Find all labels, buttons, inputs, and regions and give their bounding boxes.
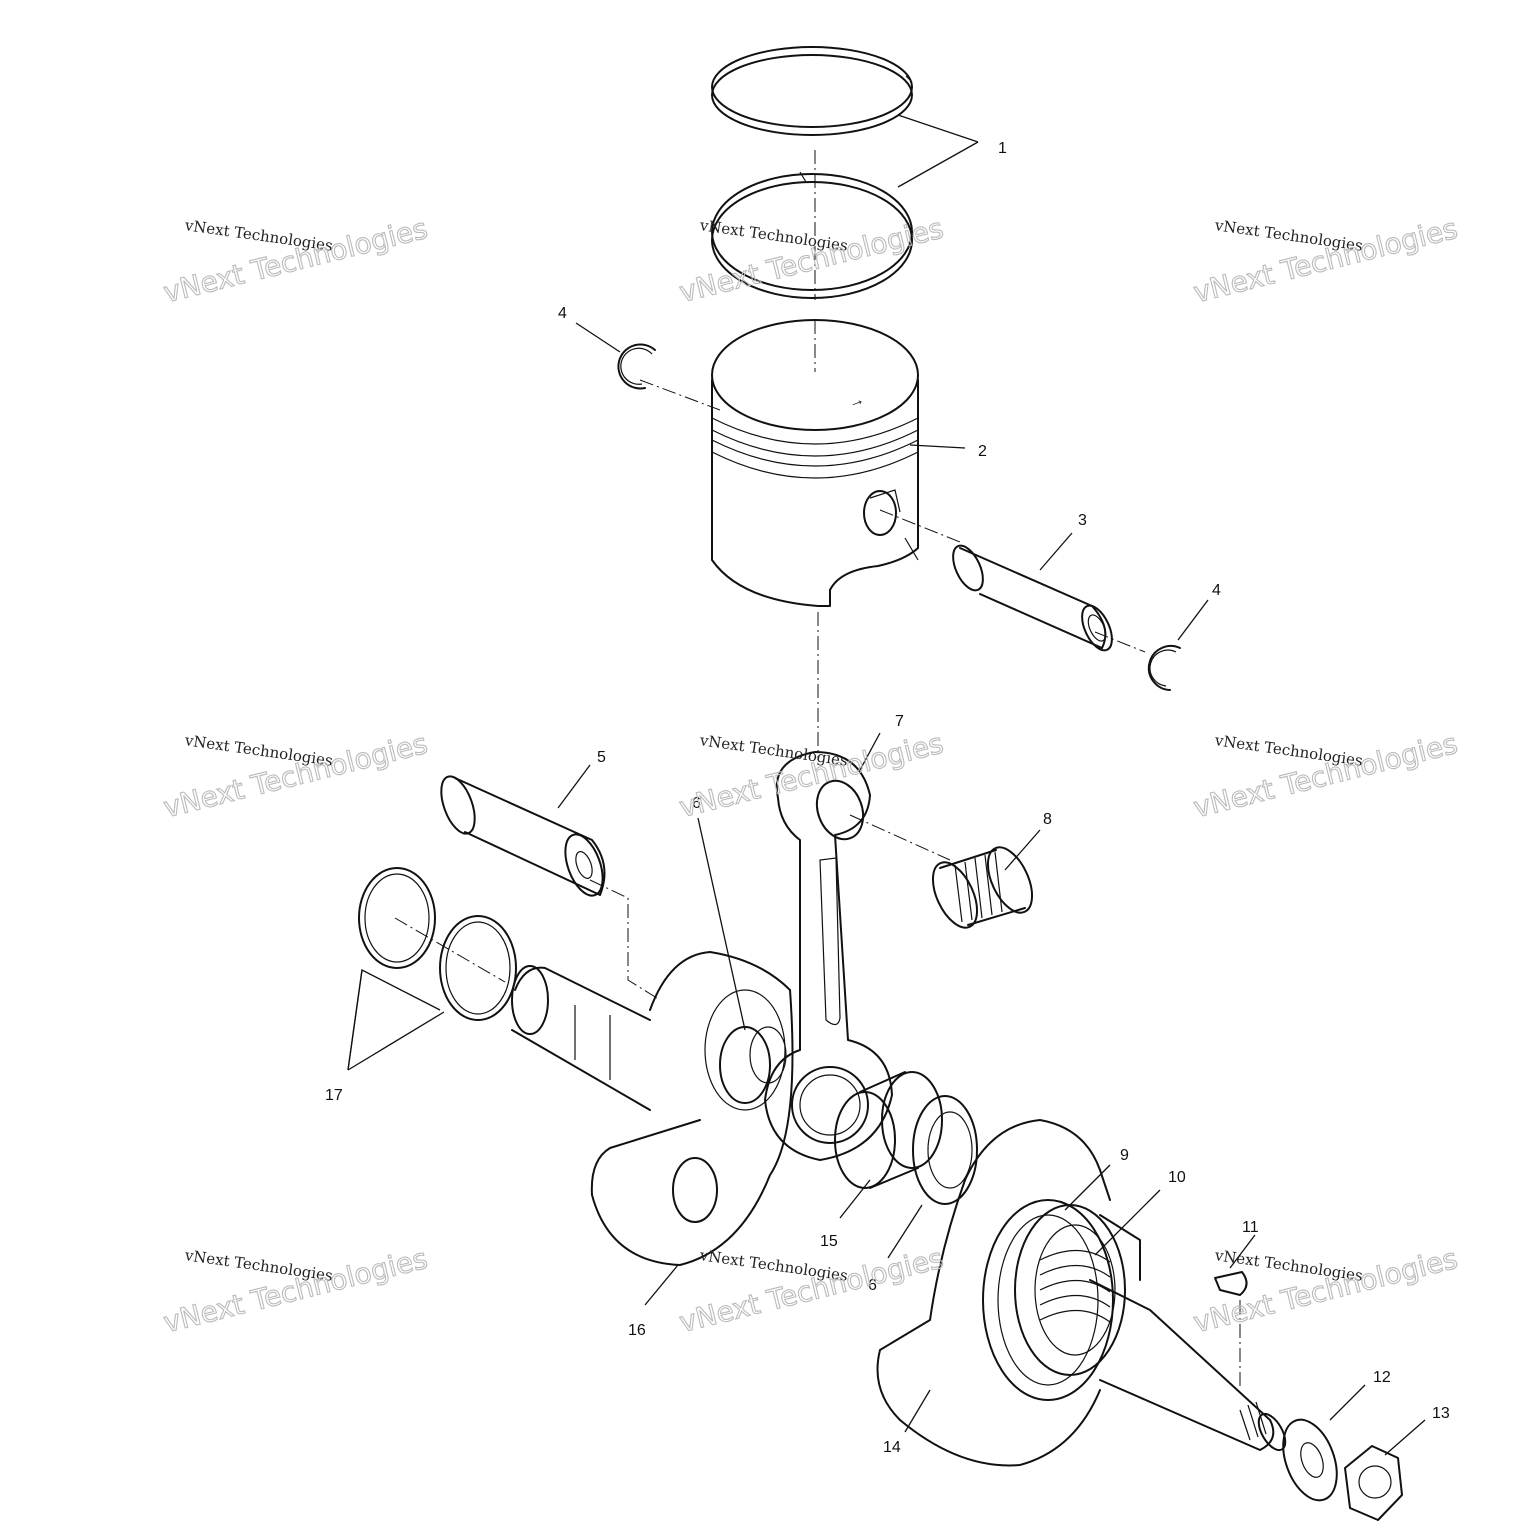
piston-rings bbox=[711, 46, 913, 299]
watermark-bl: vNext Technologies vNext Technologies bbox=[160, 1241, 432, 1340]
callout-8: 8 bbox=[1043, 811, 1052, 828]
callout-14: 14 bbox=[883, 1439, 901, 1456]
callout-9: 9 bbox=[1120, 1147, 1129, 1164]
piston: → bbox=[711, 319, 919, 607]
callout-4-right: 4 bbox=[1212, 582, 1221, 599]
callout-6-lower: 6 bbox=[868, 1277, 877, 1294]
watermark-br: vNext Technologies vNext Technologies bbox=[1190, 1241, 1462, 1340]
callout-17: 17 bbox=[325, 1087, 343, 1104]
watermark-ml: vNext Technologies vNext Technologies bbox=[160, 726, 432, 825]
tapered-output-shaft bbox=[1089, 1279, 1287, 1452]
crank-half-right bbox=[876, 1119, 1114, 1467]
crankshaft-seal-10 bbox=[1039, 1214, 1141, 1323]
callout-13: 13 bbox=[1432, 1405, 1450, 1422]
callout-11: 11 bbox=[1242, 1219, 1259, 1236]
connecting-rod bbox=[764, 751, 893, 1161]
washer bbox=[1282, 1418, 1338, 1502]
callout-1: 1 bbox=[998, 140, 1007, 157]
callout-3: 3 bbox=[1078, 512, 1087, 529]
wrist-pin bbox=[952, 544, 1113, 652]
woodruff-key bbox=[1214, 1271, 1248, 1296]
callout-10: 10 bbox=[1168, 1169, 1186, 1186]
crank-pin bbox=[440, 775, 606, 897]
watermark-bc: vNext Technologies vNext Technologies bbox=[676, 1241, 948, 1340]
callout-6-upper: 6 bbox=[692, 795, 701, 812]
callout-numbers: 1 2 3 4 4 5 6 7 8 17 9 10 11 15 6 16 12 … bbox=[325, 140, 1450, 1456]
main-bearing-15 bbox=[834, 1071, 943, 1189]
thrust-washer-6 bbox=[912, 1095, 978, 1205]
crank-half-left bbox=[511, 951, 794, 1266]
watermark-mc: vNext Technologies vNext Technologies bbox=[676, 726, 948, 825]
watermark-mr: vNext Technologies vNext Technologies bbox=[1190, 726, 1462, 825]
callout-15: 15 bbox=[820, 1233, 838, 1250]
watermarks: vNext Technologies vNext Technologies vN… bbox=[160, 211, 1462, 1340]
callout-16: 16 bbox=[628, 1322, 646, 1339]
callout-5: 5 bbox=[597, 749, 606, 766]
center-lines bbox=[394, 150, 1241, 1390]
watermark-tr: vNext Technologies vNext Technologies bbox=[1190, 211, 1462, 310]
callout-4-left: 4 bbox=[558, 305, 567, 322]
shims bbox=[358, 867, 517, 1021]
nut bbox=[1344, 1445, 1403, 1521]
callout-2: 2 bbox=[978, 443, 987, 460]
needle-bearing bbox=[931, 846, 1034, 929]
leader-lines bbox=[347, 114, 1426, 1456]
circlip-right bbox=[1147, 645, 1181, 691]
callout-12: 12 bbox=[1373, 1369, 1391, 1386]
callout-7: 7 bbox=[895, 713, 904, 730]
watermark-tl: vNext Technologies vNext Technologies bbox=[160, 211, 432, 310]
piston-direction-mark: → bbox=[846, 391, 867, 412]
circlip-left bbox=[617, 343, 656, 390]
